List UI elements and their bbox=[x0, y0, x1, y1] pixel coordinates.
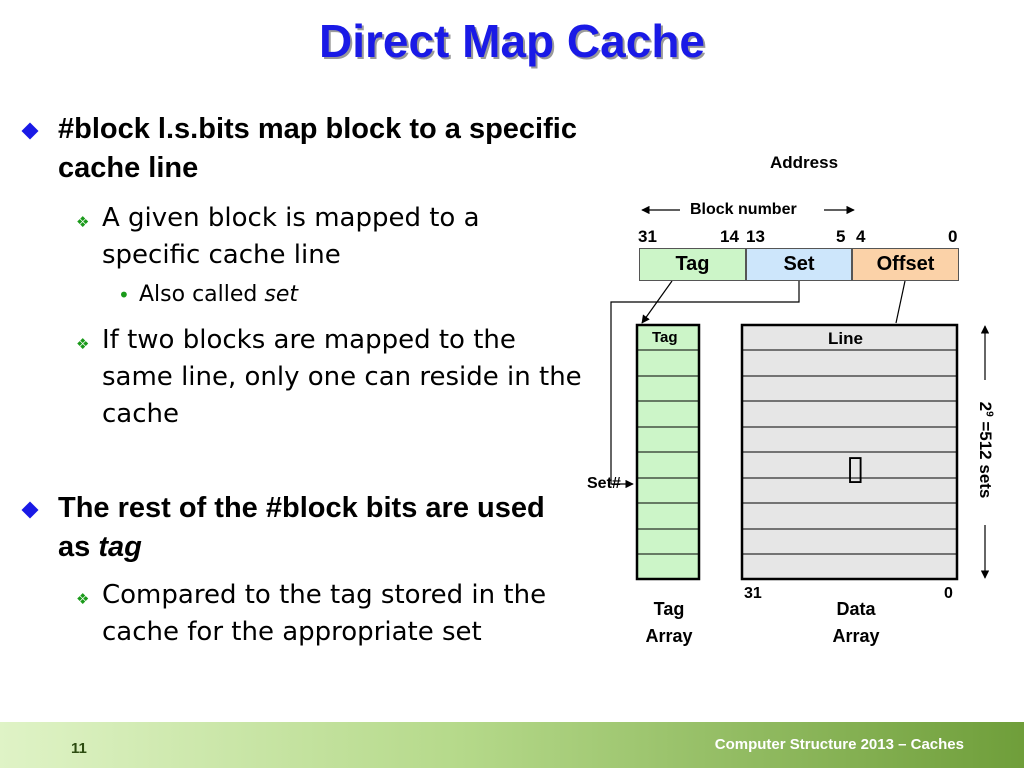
bit-13: 13 bbox=[746, 227, 765, 246]
data-array-label: Data Array bbox=[832, 599, 880, 646]
bullet-level2: ❖ A given block is mapped to a specific … bbox=[22, 200, 582, 274]
cache-diagram: Address Block number 31 14 13 5 4 0 Tag … bbox=[580, 140, 1024, 660]
bullet-list: #block l.s.bits map block to a specific … bbox=[21, 110, 582, 651]
bullet-text: A given block is mapped to a specific ca… bbox=[102, 203, 480, 270]
bit-14: 14 bbox=[720, 227, 739, 246]
bit-0: 0 bbox=[948, 227, 958, 246]
course-title: Computer Structure 2013 – Caches bbox=[714, 736, 964, 753]
footer-bar: 11 Computer Structure 2013 – Caches bbox=[0, 722, 1024, 768]
diamond-bullet-icon bbox=[21, 122, 39, 140]
tag-field: Tag bbox=[639, 248, 746, 281]
bullet-level1: The rest of the #block bits are used as … bbox=[21, 489, 582, 567]
data-bit-31: 31 bbox=[744, 585, 762, 602]
diagram-lines bbox=[610, 205, 990, 581]
data-array-cell-icon: ▯ bbox=[846, 448, 865, 488]
clover-bullet-icon: ❖ bbox=[76, 590, 90, 608]
address-label: Address bbox=[770, 153, 839, 172]
clover-bullet-icon: ❖ bbox=[76, 335, 90, 353]
bullet-text: The rest of the #block bits are used as bbox=[58, 492, 545, 563]
bullet-text: Also called bbox=[139, 282, 265, 307]
tag-array-header: Tag bbox=[652, 329, 678, 346]
bullet-text: #block l.s.bits map block to a specific … bbox=[58, 113, 577, 184]
set-field: Set bbox=[746, 248, 852, 281]
set-index-label: Set# bbox=[587, 475, 621, 492]
bullet-level2: ❖ If two blocks are mapped to the same l… bbox=[22, 322, 582, 433]
bullet-level2: ❖ Compared to the tag stored in the cach… bbox=[22, 577, 582, 651]
bullet-emphasis: set bbox=[264, 282, 298, 307]
bit-31: 31 bbox=[638, 227, 657, 246]
data-array-header: Line bbox=[828, 329, 863, 348]
bullet-level1: #block l.s.bits map block to a specific … bbox=[21, 110, 582, 188]
page-number: 11 bbox=[71, 740, 87, 757]
set-field-arrow bbox=[610, 281, 800, 489]
bullet-text: Compared to the tag stored in the cache … bbox=[102, 580, 547, 647]
slide-title: Direct Map Cache bbox=[318, 15, 705, 67]
sets-count-label: 29 =512 sets bbox=[976, 401, 995, 499]
clover-bullet-icon: ❖ bbox=[76, 213, 90, 231]
dot-bullet-icon: • bbox=[118, 283, 130, 307]
bit-5: 5 bbox=[836, 227, 846, 246]
tag-array-label: Tag Array bbox=[645, 599, 693, 646]
diamond-bullet-icon bbox=[21, 501, 39, 519]
block-number-label: Block number bbox=[690, 201, 797, 218]
bit-4: 4 bbox=[856, 227, 866, 246]
data-bit-0: 0 bbox=[944, 585, 953, 602]
bullet-emphasis: tag bbox=[98, 531, 142, 563]
offset-field: Offset bbox=[852, 248, 959, 281]
offset-field-line bbox=[895, 280, 906, 324]
bullet-text: If two blocks are mapped to the same lin… bbox=[102, 325, 582, 429]
bullet-level3: • Also called set bbox=[22, 280, 582, 310]
